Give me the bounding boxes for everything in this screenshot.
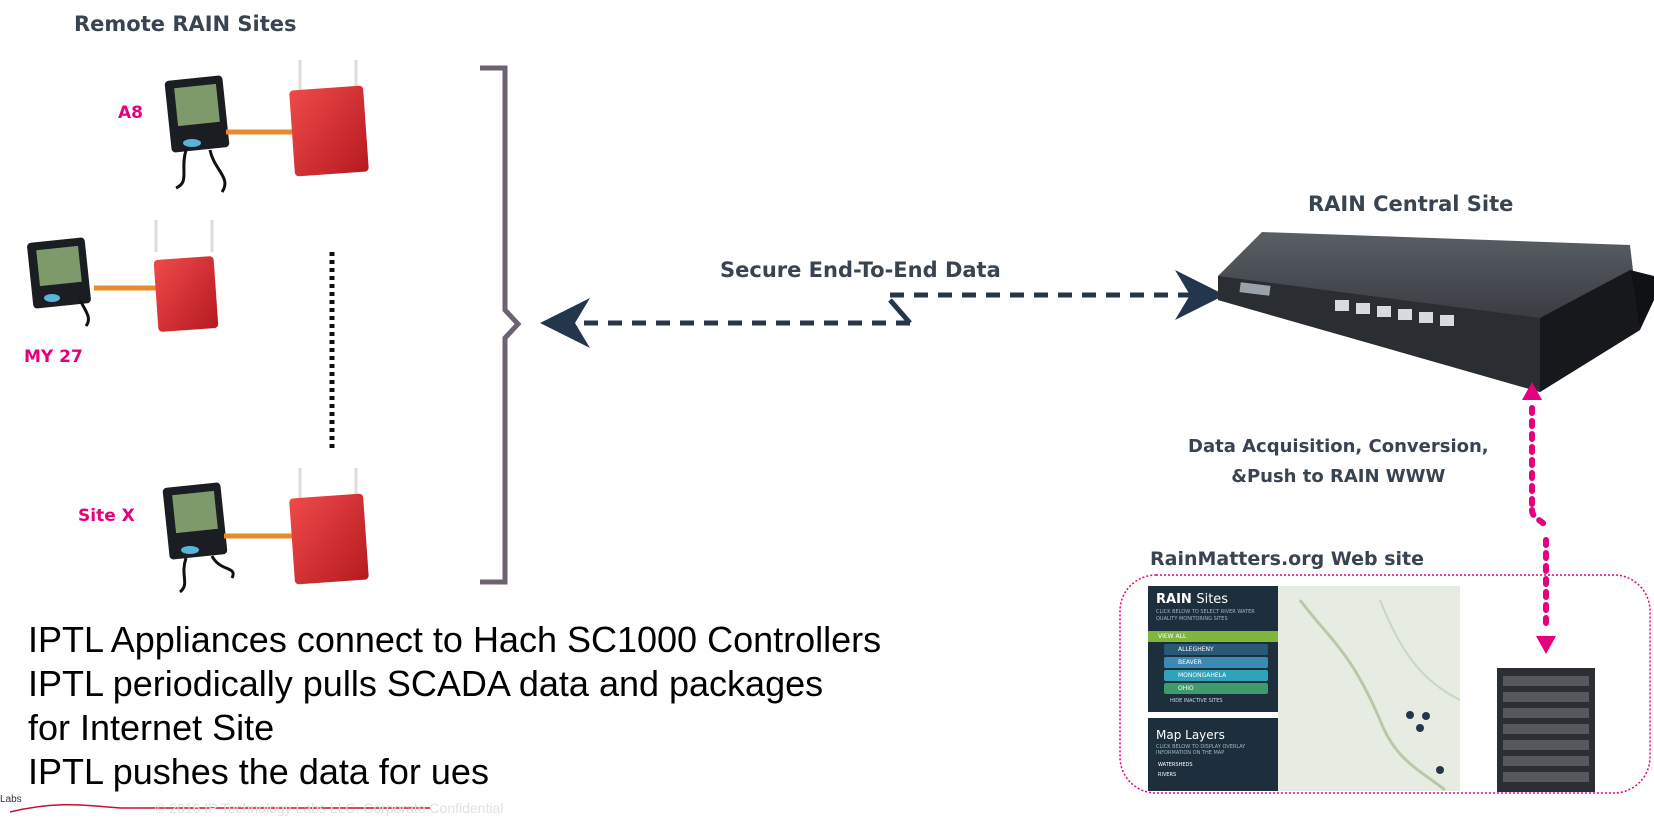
map-layers-heading: Map Layers (1148, 712, 1278, 744)
website-sidebar: RAIN Sites CLICK BELOW TO SELECT RIVER W… (1148, 586, 1278, 791)
acquisition-line-2: &Push to RAIN WWW (1231, 466, 1446, 487)
remote-site-a8 (164, 60, 369, 193)
central-server (1218, 232, 1654, 392)
acquisition-label: Data Acquisition, Conversion, &Push to R… (1188, 432, 1489, 492)
remote-sites-title: Remote RAIN Sites (74, 12, 297, 36)
secure-link-label: Secure End-To-End Data (720, 258, 1001, 282)
description-text: IPTL Appliances connect to Hach SC1000 C… (28, 618, 881, 794)
acquisition-line-1: Data Acquisition, Conversion, (1188, 436, 1489, 457)
website-panel-title-suffix: Sites (1196, 592, 1229, 607)
remote-site-x (162, 468, 369, 594)
site-label-my27: MY 27 (24, 347, 83, 367)
iptl-appliance-site-x (289, 468, 369, 585)
iptl-appliance-my27 (153, 220, 219, 332)
river-item-monongahela[interactable]: MONONGAHELA (1164, 670, 1268, 681)
website-panel-heading: RAIN Sites (1148, 586, 1278, 609)
site-label-site-x: Site X (78, 506, 135, 526)
river-item-allegheny[interactable]: ALLEGHENY (1164, 644, 1268, 655)
website-title: RainMatters.org Web site (1150, 548, 1424, 570)
description-line-3: for Internet Site (28, 707, 275, 748)
remote-site-my27 (27, 220, 219, 332)
map-layers-sub: CLICK BELOW TO DISPLAY OVERLAY INFORMATI… (1156, 744, 1246, 756)
website-boundary (1119, 574, 1651, 794)
site-label-a8: A8 (118, 103, 143, 123)
website-map (1278, 586, 1461, 792)
website-panel-title: RAIN (1156, 592, 1192, 607)
layer-item-rivers[interactable]: RIVERS (1158, 772, 1177, 778)
central-site-title: RAIN Central Site (1308, 192, 1514, 216)
footer-line (9, 803, 430, 813)
hach-controller-site-x (162, 482, 235, 594)
sites-bracket (480, 65, 522, 585)
data-push-arrow (1522, 382, 1556, 654)
web-server (1497, 668, 1595, 792)
iptl-appliance-a8 (289, 60, 369, 177)
river-item-ohio[interactable]: OHIO (1164, 683, 1268, 694)
footer-confidential: © 2016 IP Technology Labs LLC. Corporate… (155, 800, 504, 816)
layer-item-watersheds[interactable]: WATERSHEDS (1158, 762, 1193, 768)
website-view-all[interactable]: VIEW ALL (1148, 631, 1278, 642)
hach-controller-a8 (164, 75, 230, 193)
website-panel-sub: CLICK BELOW TO SELECT RIVER WATER QUALIT… (1156, 609, 1255, 622)
description-line-4: IPTL pushes the data for ues (28, 751, 489, 792)
description-line-1: IPTL Appliances connect to Hach SC1000 C… (28, 619, 882, 660)
hide-inactive-sites[interactable]: HIDE INACTIVE SITES (1170, 698, 1223, 704)
river-item-beaver[interactable]: BEAVER (1164, 657, 1268, 668)
description-line-2: IPTL periodically pulls SCADA data and p… (28, 663, 824, 704)
secure-link-arrows (540, 270, 1225, 348)
hach-controller-my27 (27, 237, 91, 327)
company-logo-text: Labs (0, 794, 22, 805)
